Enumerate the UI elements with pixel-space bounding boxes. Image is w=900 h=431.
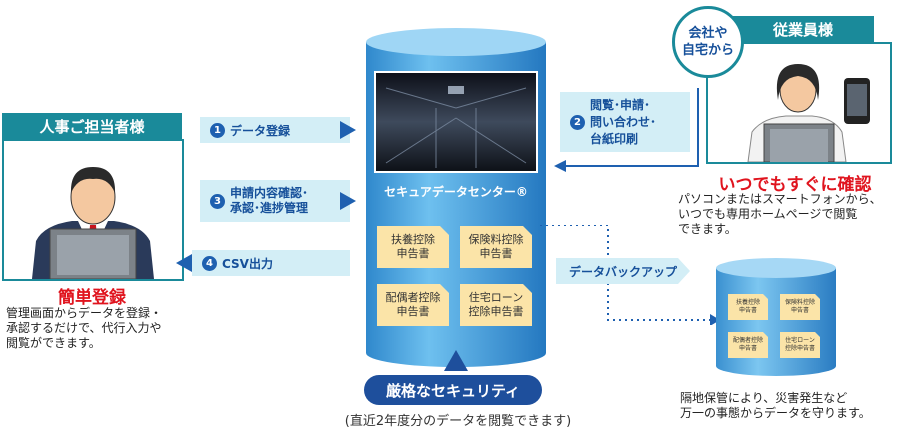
step-label-line: 問い合わせ･ <box>590 114 657 129</box>
step-number: 3 <box>210 193 225 209</box>
security-note: (直近2年度分のデータを閲覧できます) <box>344 414 572 429</box>
data-center-name: セキュアデータセンター® <box>384 185 528 199</box>
employee-title: 従業員様 <box>732 16 874 42</box>
security-pill: 厳格なセキュリティ <box>364 375 542 405</box>
backup-doc-hokenryou: 保険料控除申告書 <box>780 294 820 320</box>
hr-description: 管理画面からデータを登録・ 承認するだけで、代行入力や 閲覧ができます。 <box>6 306 162 351</box>
arrowhead-right <box>340 121 356 139</box>
badge-line: 自宅から <box>681 43 734 58</box>
backup-doc-fuyou: 扶養控除申告書 <box>728 294 768 320</box>
doc-haiguusha: 配偶者控除申告書 <box>377 284 449 326</box>
step-2-connector <box>554 88 699 172</box>
employee-desc-line: できます。 <box>678 222 737 236</box>
backup-desc-line: 万一の事態からデータを守ります。 <box>680 406 871 420</box>
doc-juutaku: 住宅ローン控除申告書 <box>460 284 532 326</box>
doc-label: 扶養控除申告書 <box>391 233 435 260</box>
step-4-arrow: 4 CSV出力 <box>192 250 350 276</box>
hr-headline: 簡単登録 <box>58 288 126 308</box>
backup-label: データバックアップ <box>556 258 690 284</box>
employee-desc-line: パソコンまたはスマートフォンから、 <box>678 192 882 206</box>
doc-hokenryou: 保険料控除申告書 <box>460 226 532 268</box>
hr-desc-line: 閲覧ができます。 <box>6 336 101 350</box>
step-3-arrow: 3 申請内容確認･ 承認･進捗管理 <box>200 180 350 222</box>
step-number: 2 <box>570 114 585 130</box>
backup-doc-haiguusha: 配偶者控除申告書 <box>728 332 768 358</box>
location-badge: 会社や 自宅から <box>672 6 744 78</box>
hr-person-illustration <box>32 167 154 280</box>
backup-doc-juutaku: 住宅ローン控除申告書 <box>780 332 820 358</box>
doc-label: 配偶者控除申告書 <box>732 337 763 352</box>
doc-label: 住宅ローン控除申告書 <box>784 337 815 352</box>
employee-illustration <box>747 64 870 163</box>
hr-panel <box>2 139 184 281</box>
employee-description: パソコンまたはスマートフォンから、 いつでも専用ホームページで閲覧 できます。 <box>678 192 882 237</box>
hr-title: 人事ご担当者様 <box>2 113 182 139</box>
step-number: 4 <box>202 255 217 271</box>
step-1-arrow: 1 データ登録 <box>200 117 350 143</box>
step-label: データ登録 <box>230 123 291 138</box>
backup-desc-line: 隔地保管により、災害発生など <box>680 391 848 405</box>
doc-label: 保険料控除申告書 <box>468 233 524 260</box>
doc-fuyou: 扶養控除申告書 <box>377 226 449 268</box>
doc-label: 配偶者控除申告書 <box>385 291 441 318</box>
doc-label: 住宅ローン控除申告書 <box>468 291 524 318</box>
step-number: 1 <box>210 122 225 138</box>
badge-line: 会社や <box>688 26 728 41</box>
employee-headline: いつでもすぐに確認 <box>718 175 872 195</box>
step-label-line: 台紙印刷 <box>590 131 639 146</box>
step-label-line: 申請内容確認･ <box>230 186 309 200</box>
step-label: CSV出力 <box>222 256 273 271</box>
step-label-line: 承認･進捗管理 <box>230 201 309 215</box>
doc-label: 保険料控除申告書 <box>784 299 815 314</box>
arrowhead-right <box>340 192 356 210</box>
employee-desc-line: いつでも専用ホームページで閲覧 <box>678 207 858 221</box>
backup-description: 隔地保管により、災害発生など 万一の事態からデータを守ります。 <box>680 391 871 421</box>
arrowhead-left <box>176 254 192 272</box>
step-2-arrow: 2 閲覧･申請･ 問い合わせ･ 台紙印刷 <box>560 92 690 152</box>
hr-desc-line: 承認するだけで、代行入力や <box>6 321 162 335</box>
step-label-line: 閲覧･申請･ <box>590 97 651 112</box>
hr-desc-line: 管理画面からデータを登録・ <box>6 306 163 320</box>
doc-label: 扶養控除申告書 <box>735 299 760 314</box>
